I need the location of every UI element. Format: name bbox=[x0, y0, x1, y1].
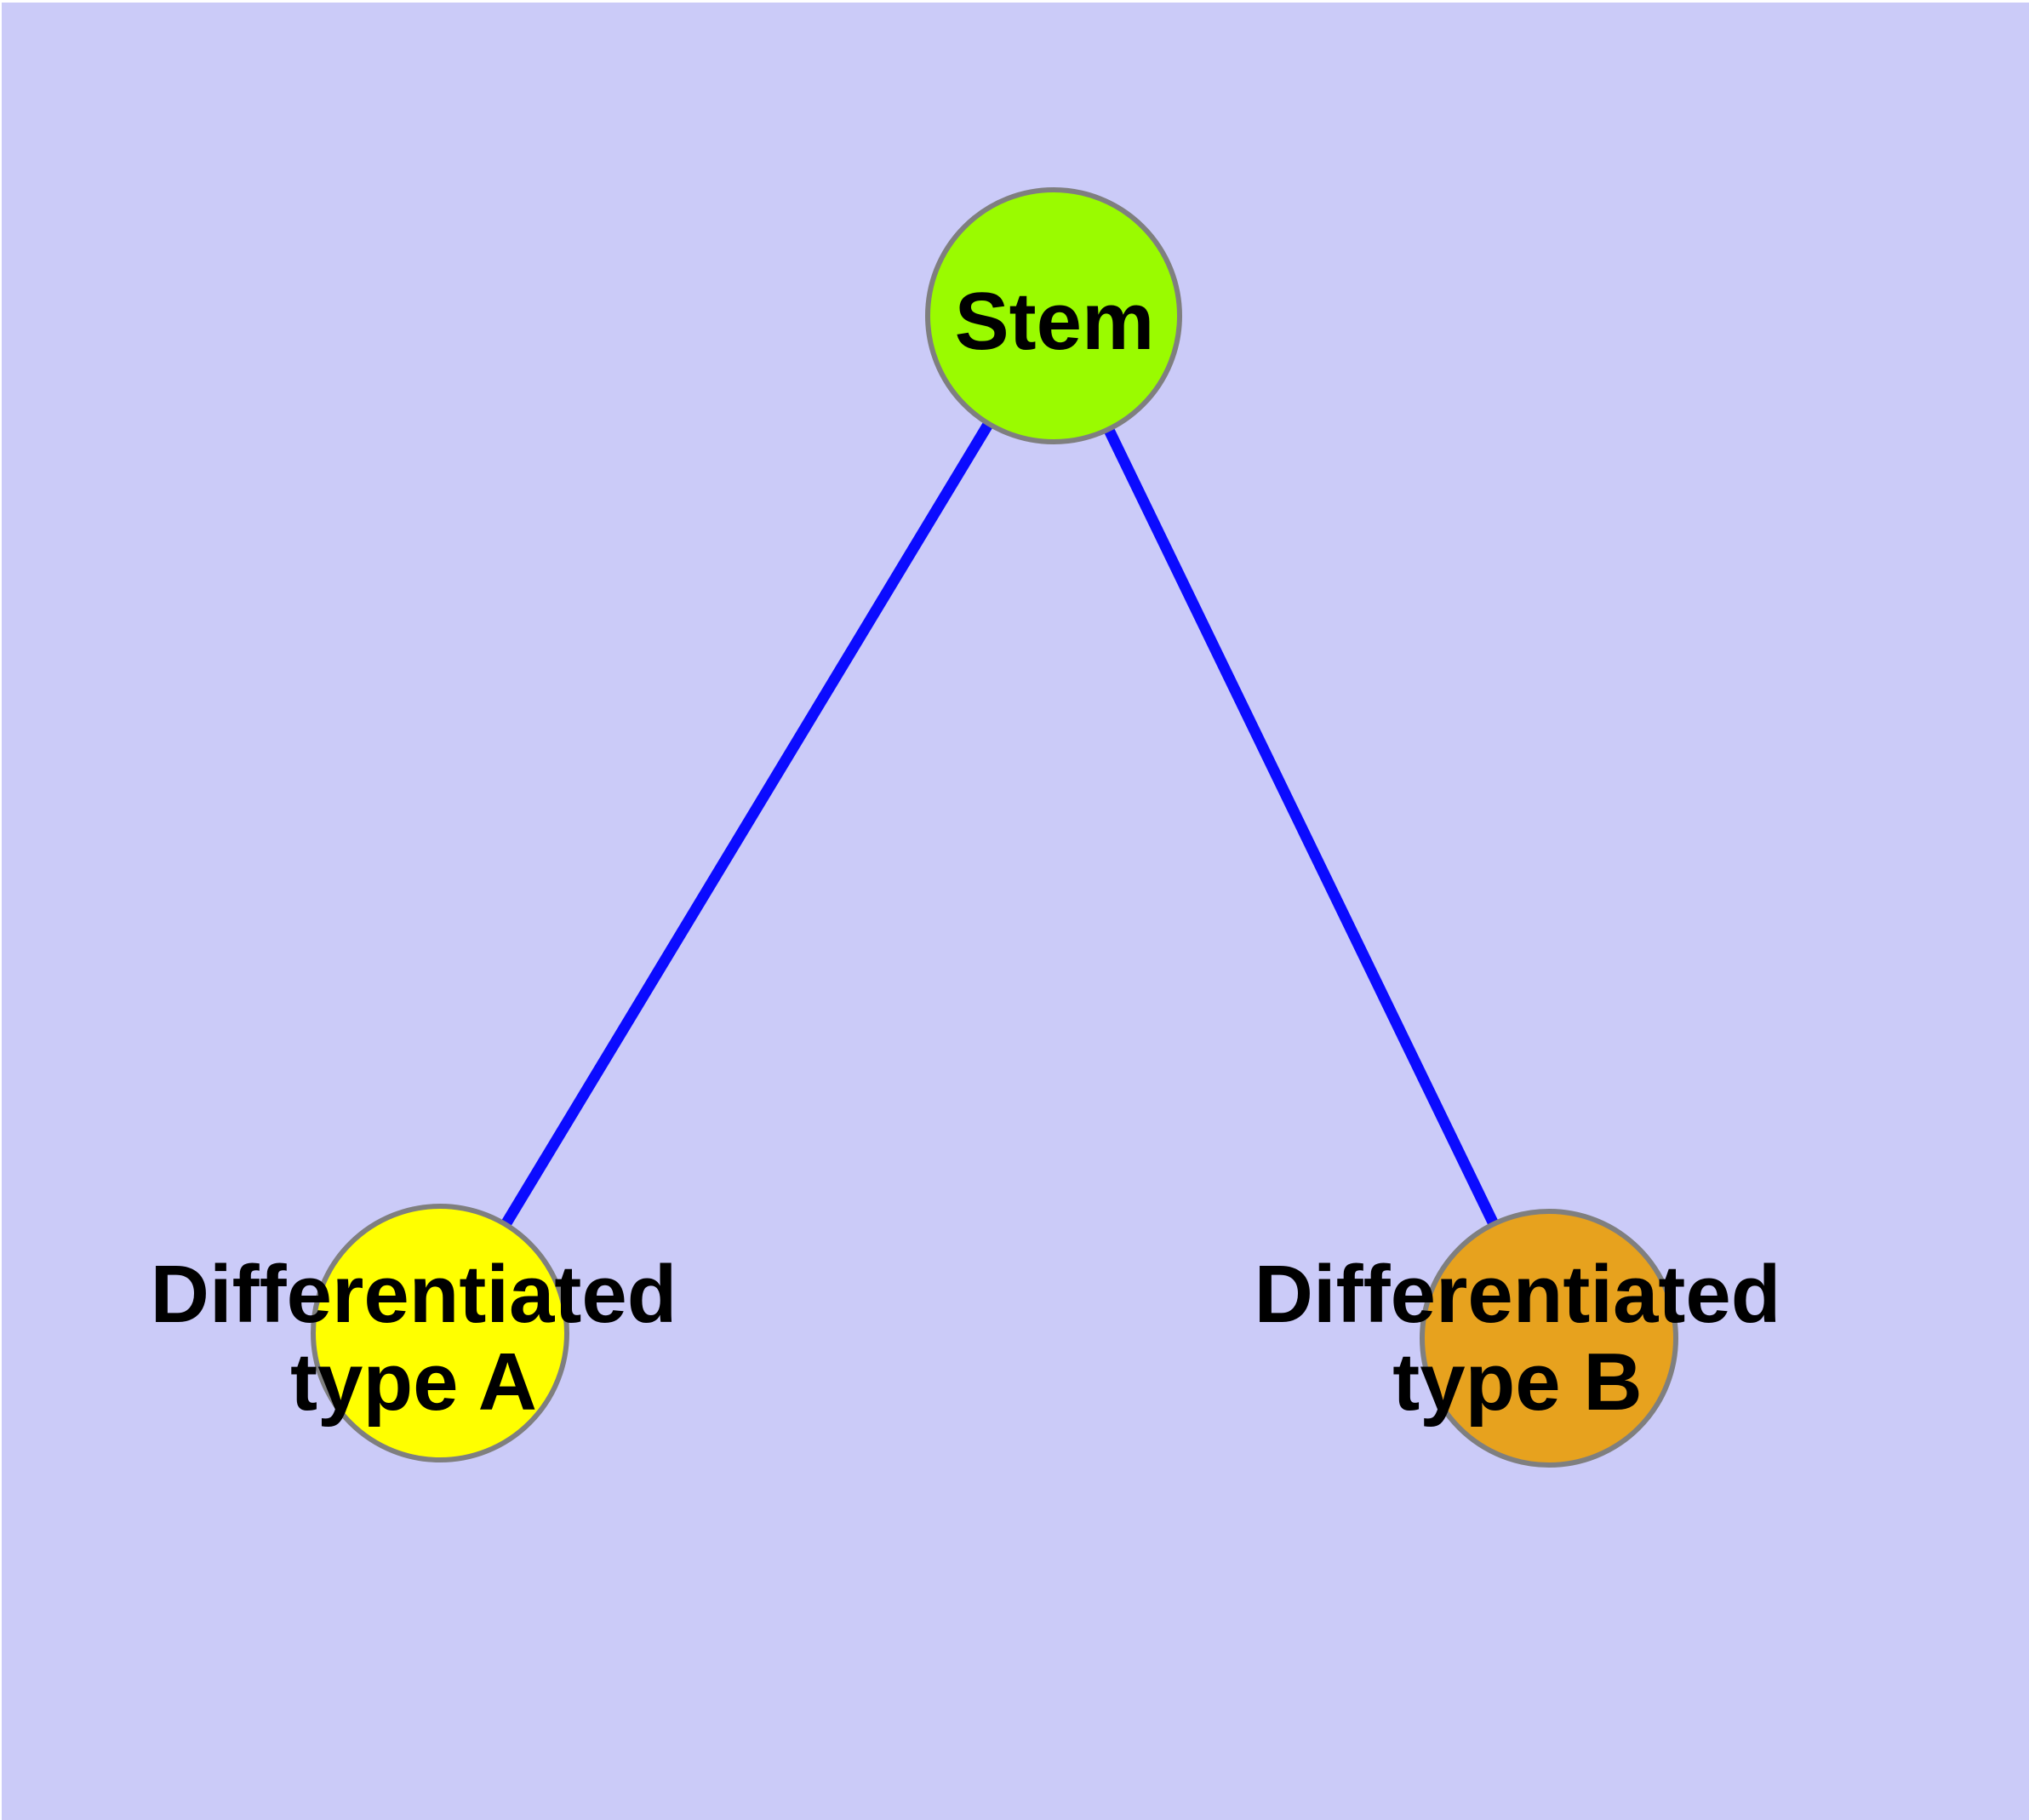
node-stem-circle bbox=[925, 187, 1182, 444]
node-typeA-label-line2: type A bbox=[290, 1336, 537, 1428]
node-typeA-label-line1: Differentiated bbox=[151, 1249, 677, 1340]
node-typeB-label-line1: Differentiated bbox=[1255, 1249, 1781, 1340]
node-typeB-label-line2: type B bbox=[1392, 1336, 1642, 1428]
node-typeA-circle bbox=[311, 1204, 569, 1462]
edge-stem-to-typeA bbox=[435, 312, 1059, 1336]
node-typeB-circle bbox=[1420, 1209, 1678, 1468]
edge-stem-to-typeB bbox=[1049, 313, 1554, 1341]
node-stem-label: Stem bbox=[955, 276, 1155, 367]
